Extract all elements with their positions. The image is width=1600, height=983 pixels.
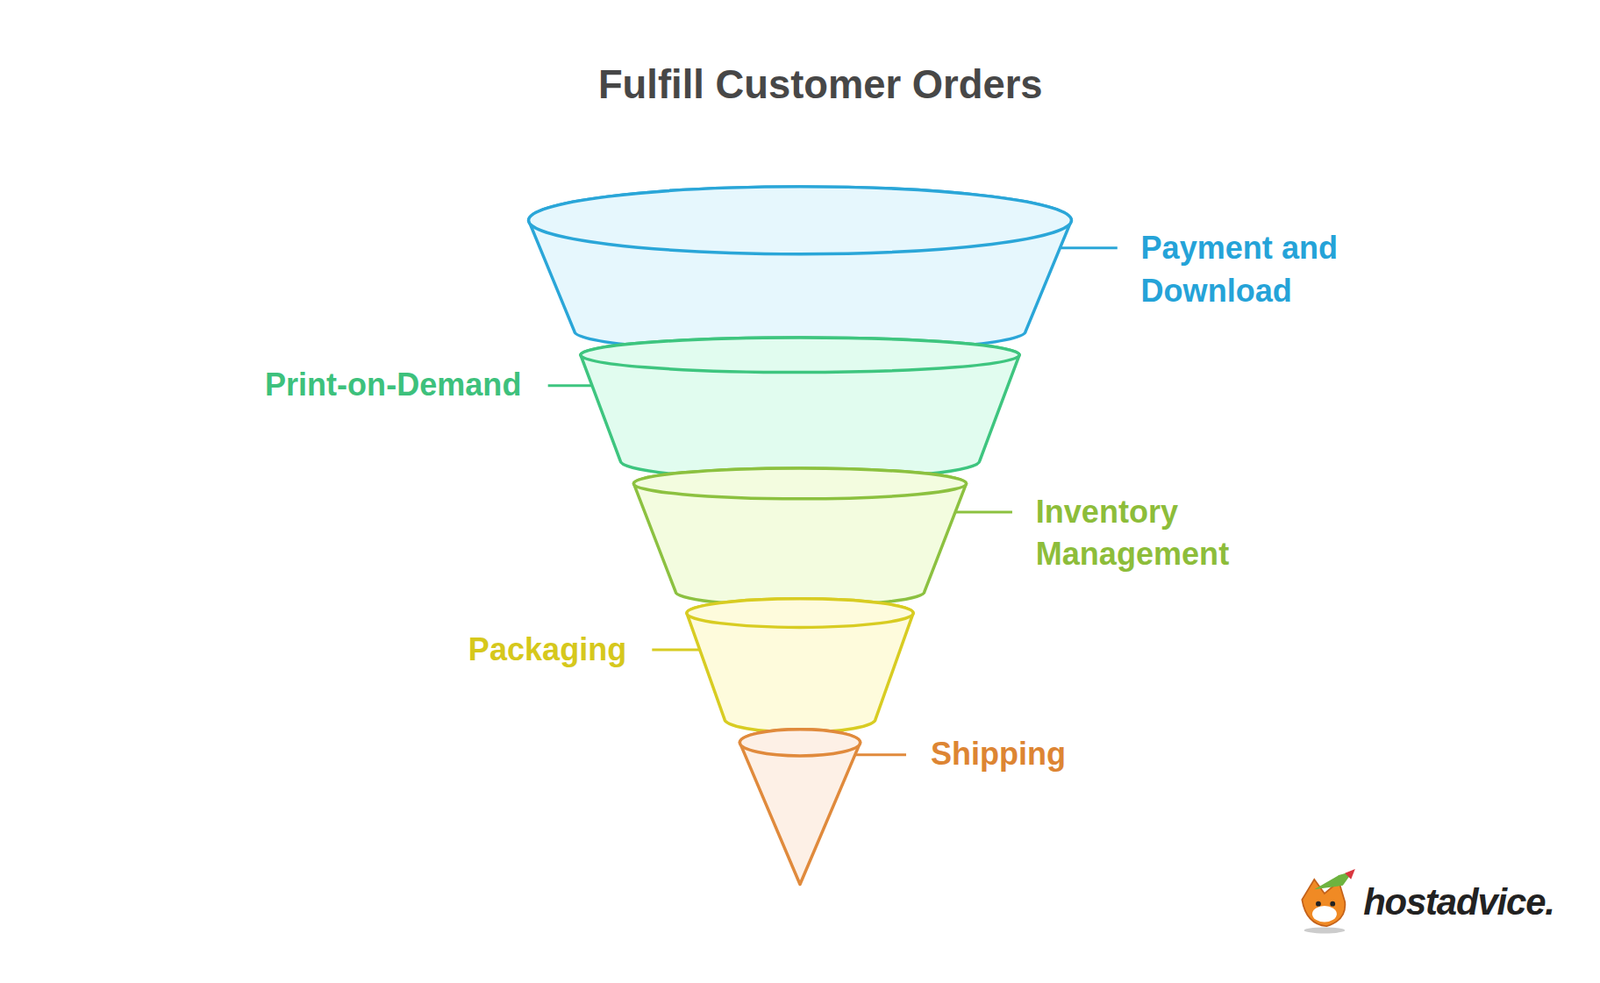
band-rim bbox=[528, 186, 1072, 255]
band-label: Packaging bbox=[320, 628, 627, 672]
funnel-band: Shipping bbox=[735, 725, 865, 889]
watermark: hostadvice. bbox=[1363, 879, 1555, 928]
band-shape bbox=[629, 464, 972, 610]
fox-logo bbox=[1293, 869, 1362, 937]
band-body bbox=[739, 729, 860, 886]
leader-line bbox=[951, 511, 1013, 515]
band-body bbox=[686, 599, 914, 733]
band-rim bbox=[633, 468, 966, 500]
band-rim bbox=[580, 337, 1020, 373]
funnel-band: Packaging bbox=[682, 594, 918, 737]
fox-eye bbox=[1329, 901, 1336, 908]
band-label: Print-on-Demand bbox=[164, 364, 522, 408]
band-label: Shipping bbox=[930, 733, 1237, 777]
band-body bbox=[633, 468, 966, 607]
leader-line bbox=[651, 649, 704, 652]
band-shape bbox=[682, 594, 918, 737]
band-rim bbox=[686, 599, 914, 629]
fox-feather bbox=[1344, 869, 1356, 880]
fox-shadow bbox=[1304, 927, 1346, 934]
leader-line bbox=[855, 753, 907, 757]
band-shape bbox=[576, 333, 1024, 484]
band-label: Inventory Management bbox=[1035, 491, 1272, 578]
fox-muzzle bbox=[1312, 906, 1337, 923]
funnel-band: Print-on-Demand bbox=[576, 333, 1024, 484]
band-rim bbox=[739, 729, 860, 757]
leader-line bbox=[548, 384, 596, 387]
band-shape bbox=[524, 182, 1076, 357]
band-body bbox=[528, 186, 1072, 352]
funnel-band: Payment and Download bbox=[524, 182, 1076, 357]
leader-line bbox=[1061, 246, 1118, 250]
fox-eye bbox=[1315, 901, 1322, 908]
diagram-title: Fulfill Customer Orders bbox=[412, 58, 1229, 110]
band-body bbox=[580, 337, 1020, 480]
funnel-band: Inventory Management bbox=[629, 464, 972, 610]
band-shape bbox=[735, 725, 865, 889]
band-label: Payment and Download bbox=[1141, 227, 1386, 314]
